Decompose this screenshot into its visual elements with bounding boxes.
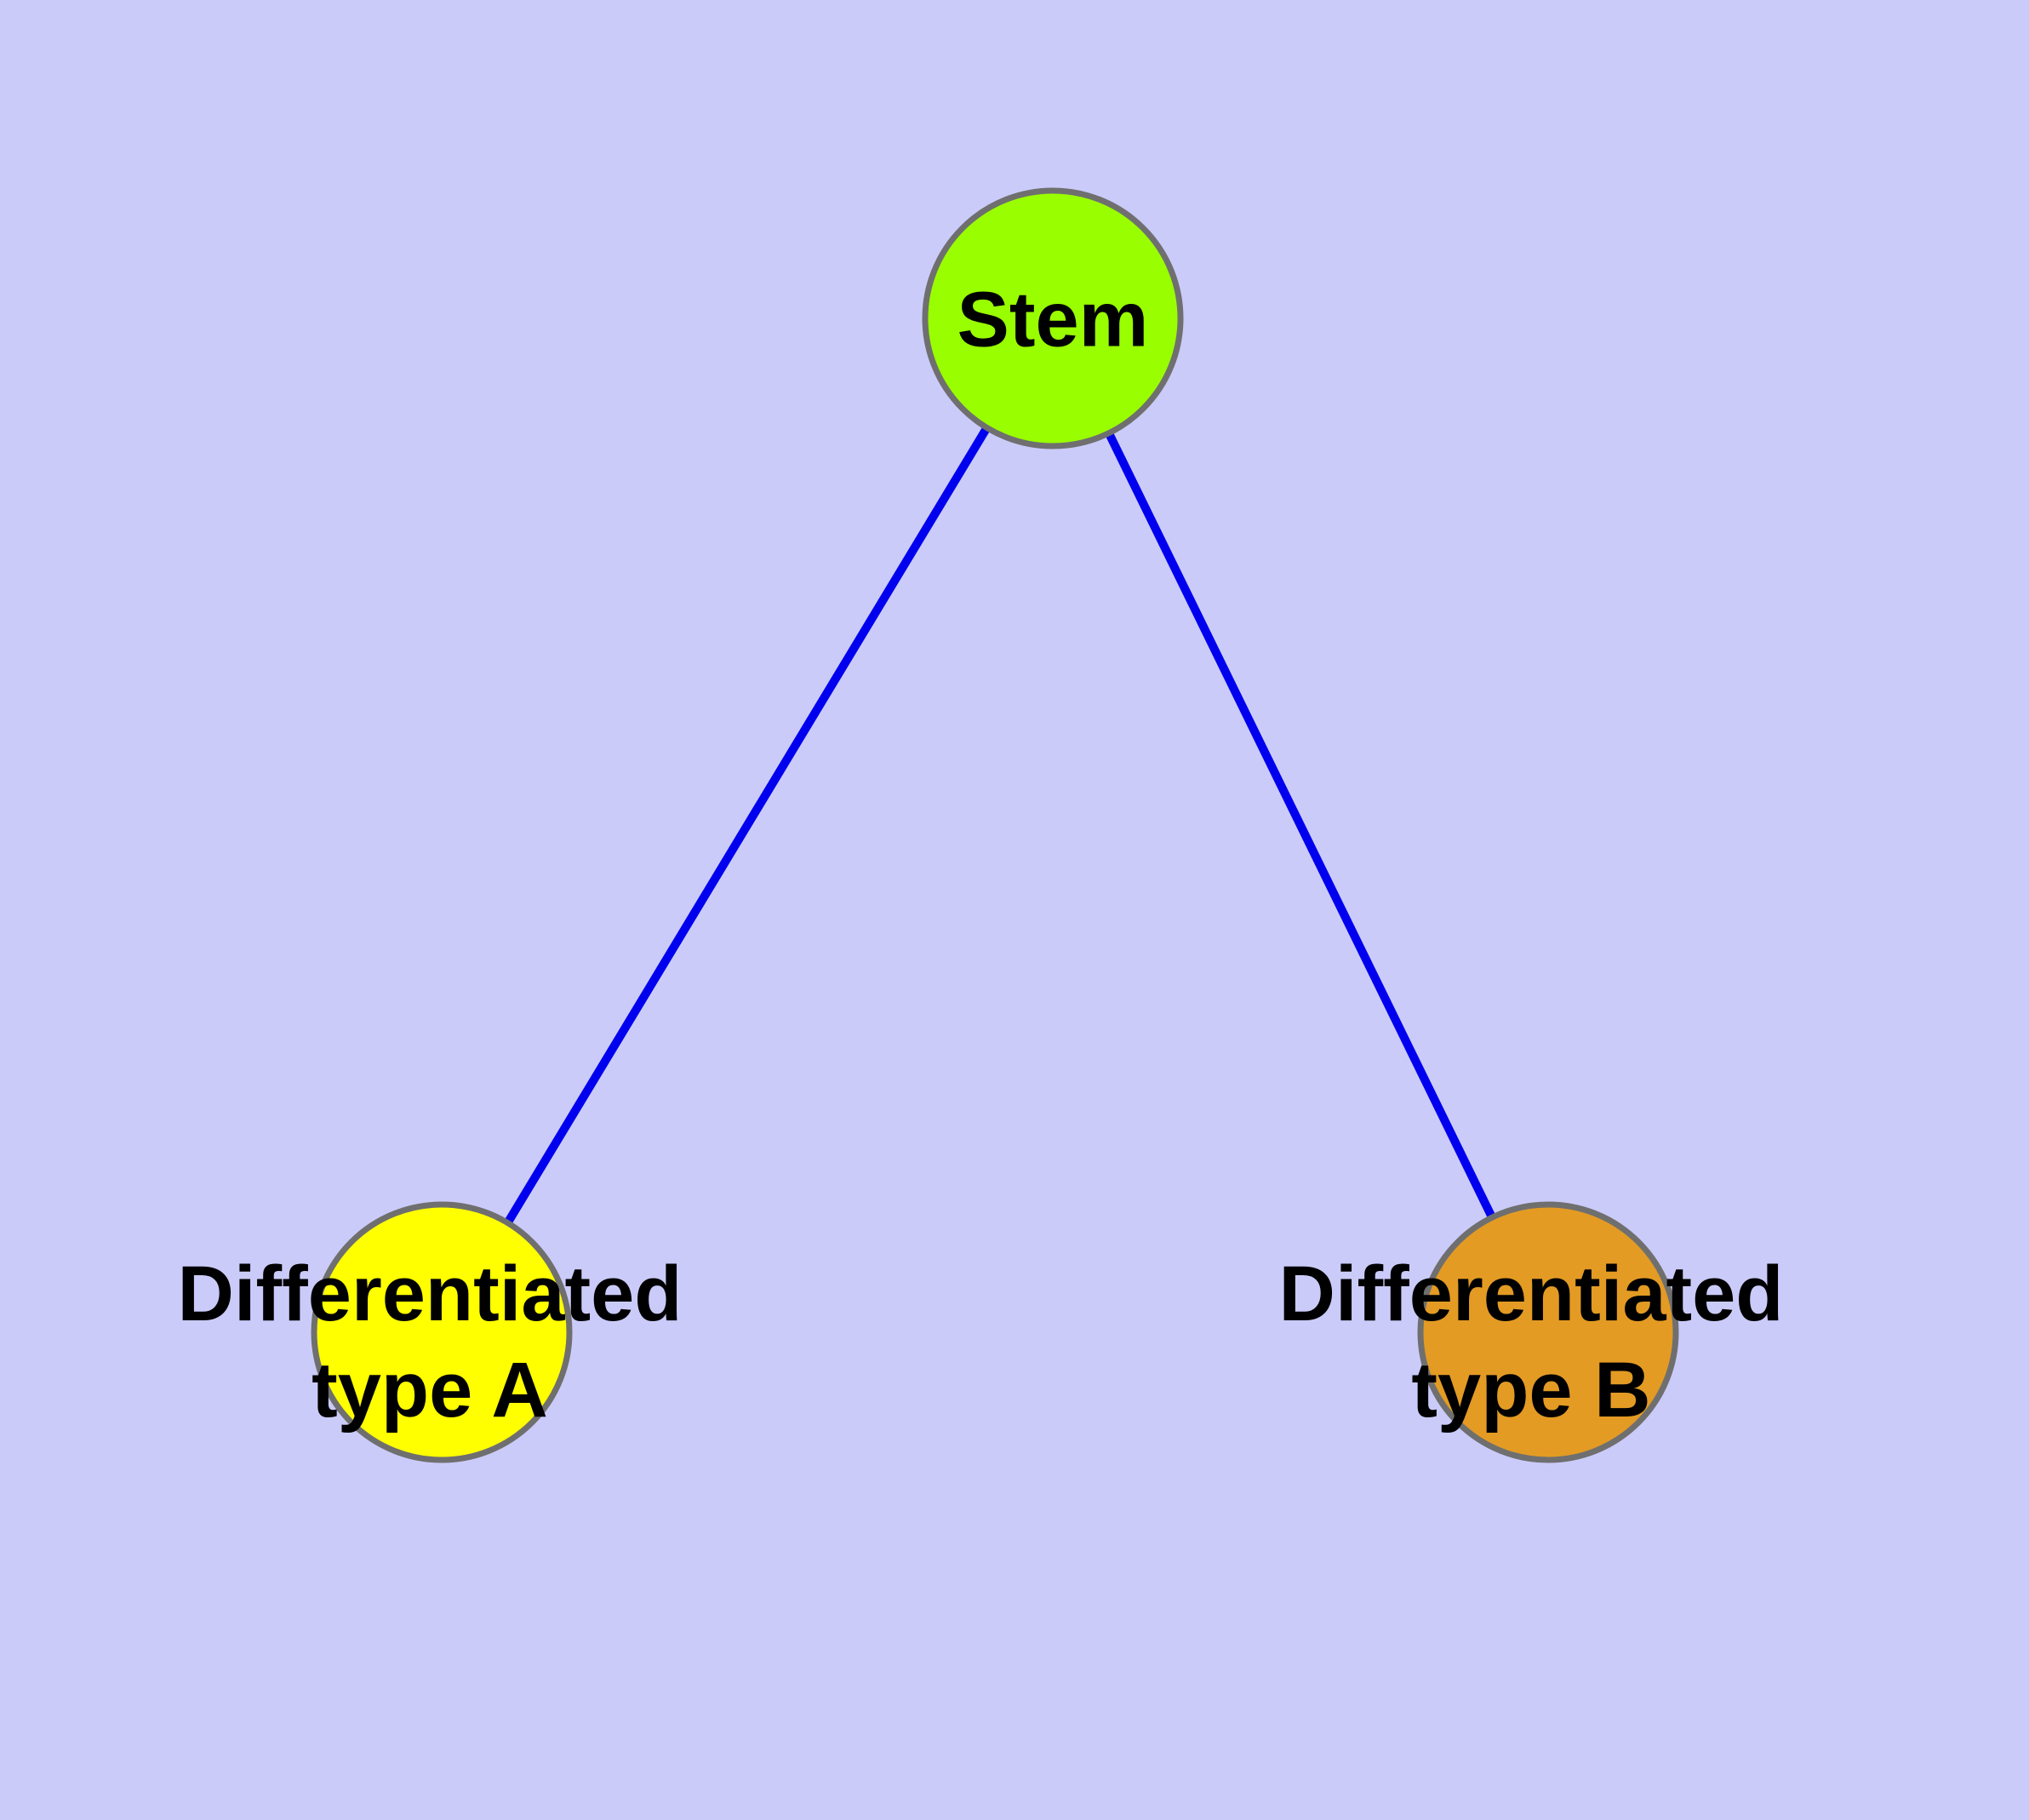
node-differentiated-type-a[interactable] — [311, 1201, 573, 1463]
node-stem-label: Stem — [957, 276, 1149, 363]
node-differentiated-type-b-label: Differentiated type B — [1278, 1251, 1784, 1434]
node-stem[interactable] — [922, 187, 1184, 449]
edge-stem-to-type-a — [437, 316, 1057, 1335]
node-differentiated-type-a-label: Differentiated type A — [177, 1251, 683, 1434]
node-differentiated-type-b[interactable] — [1417, 1201, 1679, 1463]
edge-stem-to-type-b — [1049, 316, 1552, 1335]
